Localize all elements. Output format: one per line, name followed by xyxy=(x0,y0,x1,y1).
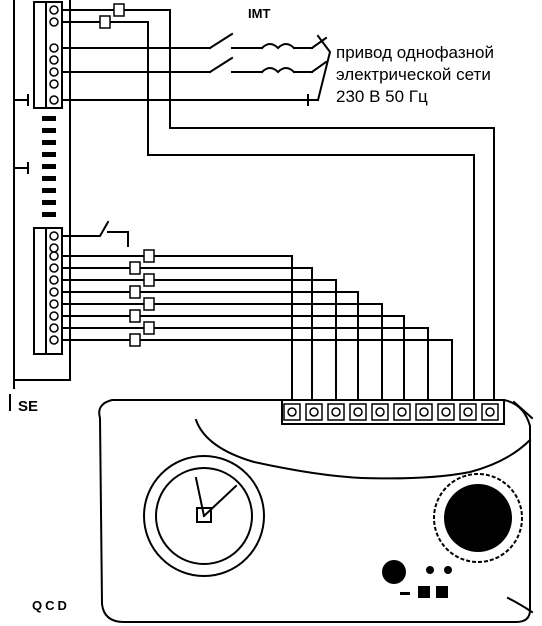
indicator-small xyxy=(444,566,452,574)
controller-terminals xyxy=(283,403,499,421)
terminal-screw xyxy=(419,407,429,417)
wire-7 xyxy=(61,327,429,399)
wire-5 xyxy=(61,303,383,399)
wire-connector xyxy=(129,285,141,299)
wire-to-terminal-9 xyxy=(61,21,475,399)
controller-label: QCD xyxy=(32,598,70,613)
wire-2 xyxy=(61,267,313,399)
wire-connector xyxy=(143,249,155,263)
imt-switch xyxy=(208,32,328,74)
wire-connector xyxy=(99,15,111,29)
ground-icon xyxy=(300,94,309,106)
wire-connector xyxy=(143,297,155,311)
clock-face xyxy=(143,455,265,577)
indicator-large xyxy=(382,560,406,584)
terminal-screw xyxy=(353,407,363,417)
wire-4 xyxy=(61,291,359,399)
terminal-screw xyxy=(485,407,495,417)
controller-terminal-strip xyxy=(281,399,505,425)
indicator-small xyxy=(426,566,434,574)
ground-bar xyxy=(42,116,56,217)
wire-connector xyxy=(129,309,141,323)
supply-caption-line: привод однофазной xyxy=(336,43,494,62)
terminal-screw xyxy=(375,407,385,417)
supply-caption-line: электрической сети xyxy=(336,65,491,84)
clock-hands xyxy=(194,476,238,518)
supply-caption-line: 230 В 50 Гц xyxy=(336,87,428,106)
terminal-screw xyxy=(331,407,341,417)
upper-terminal-block xyxy=(33,1,63,109)
wire-6 xyxy=(61,315,405,399)
wire-1 xyxy=(61,255,293,399)
terminal-screw xyxy=(397,407,407,417)
terminal-screw xyxy=(287,407,297,417)
supply-caption: привод однофазной электрической сети 230… xyxy=(336,42,542,108)
wire-connector xyxy=(113,3,125,17)
wire-connector xyxy=(129,333,141,347)
terminal-screw xyxy=(463,407,473,417)
ground-icon xyxy=(14,162,29,174)
wire-to-terminal-10 xyxy=(61,9,495,399)
panel-label: SE xyxy=(18,398,39,415)
terminal-screw xyxy=(309,407,319,417)
panel-outline xyxy=(13,0,71,389)
wire-connector xyxy=(129,261,141,275)
selector-icon xyxy=(418,586,430,598)
ground-icon xyxy=(14,94,29,106)
wire-connector xyxy=(143,273,155,287)
imt-switch-label: IMT xyxy=(248,6,271,21)
terminal-screw xyxy=(441,407,451,417)
wire-connector xyxy=(143,321,155,335)
wire-8 xyxy=(61,339,453,399)
temperature-knob xyxy=(444,484,512,552)
